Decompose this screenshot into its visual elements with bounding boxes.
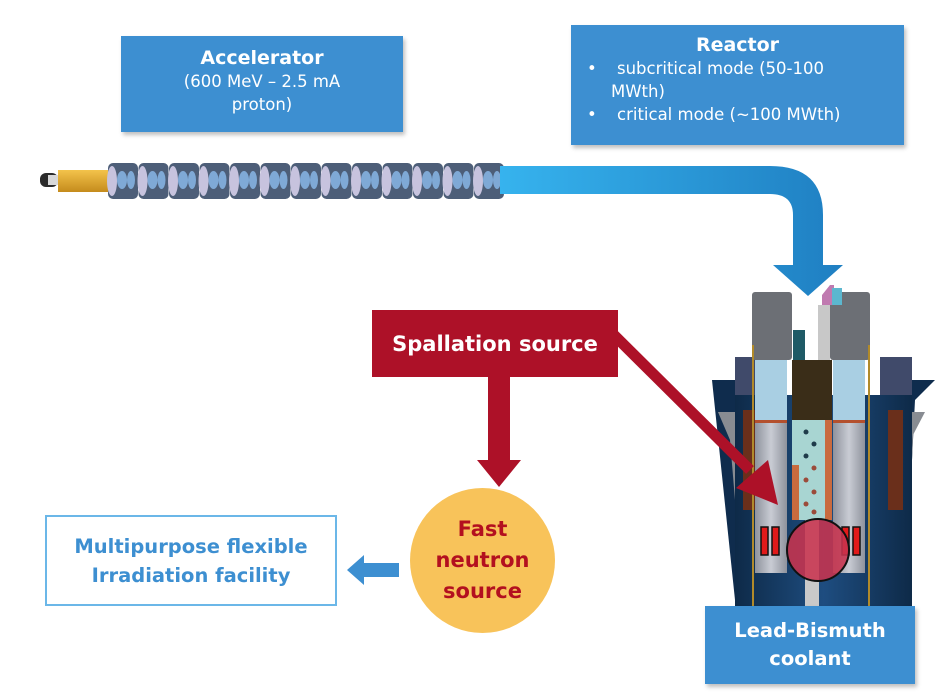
accelerator-spec-line2: proton) bbox=[231, 95, 293, 114]
coolant-line2: coolant bbox=[769, 647, 851, 670]
target-hole bbox=[811, 509, 817, 515]
spallation-zone-circle bbox=[786, 518, 850, 582]
reactor-box: Reactor • subcritical mode (50-100 MWth)… bbox=[571, 25, 904, 145]
target-hole bbox=[803, 501, 809, 507]
accelerator-cavity bbox=[259, 163, 291, 199]
irradiation-line2: Irradiation facility bbox=[91, 563, 291, 587]
fast-neutron-line3: source bbox=[443, 579, 522, 603]
accelerator-cavity bbox=[290, 163, 321, 199]
right-top-cylinder bbox=[830, 292, 870, 360]
accelerator-cavity bbox=[442, 163, 474, 199]
target-hole bbox=[811, 489, 817, 495]
target-hole bbox=[803, 429, 809, 435]
reactor-title: Reactor bbox=[695, 34, 780, 56]
accelerator-cavity bbox=[320, 163, 352, 199]
reactor-mode-subcritical-cont: MWth) bbox=[611, 82, 665, 101]
fast-neutron-source-circle: Fast neutron source bbox=[410, 488, 555, 633]
irradiation-facility-box: Multipurpose flexible Irradiation facili… bbox=[45, 515, 337, 606]
accelerator-cavity bbox=[351, 163, 382, 199]
accelerator-cavity bbox=[168, 163, 199, 199]
reactor-mode-critical: • critical mode (~100 MWth) bbox=[587, 105, 841, 124]
reactor-modes-list: • subcritical mode (50-100 MWth) • criti… bbox=[571, 57, 904, 126]
accelerator-cavity bbox=[198, 163, 230, 199]
target-upper bbox=[792, 360, 832, 420]
target-holes bbox=[803, 429, 817, 515]
fuel-element bbox=[760, 526, 769, 556]
accelerator-spec-line1: (600 MeV – 2.5 mA bbox=[183, 72, 341, 91]
bullet-icon: • bbox=[587, 105, 597, 124]
spallation-down-arrow bbox=[477, 377, 521, 487]
coolant-box: Lead-Bismuth coolant bbox=[705, 606, 915, 684]
fast-neutron-left-arrow bbox=[347, 555, 399, 585]
target-hole bbox=[803, 453, 809, 459]
accelerator-cavity bbox=[229, 163, 260, 199]
accelerator-cavity bbox=[137, 163, 169, 199]
fast-neutron-line2: neutron bbox=[435, 548, 530, 572]
spallation-diagonal-arrow bbox=[610, 331, 778, 505]
accelerator-illustration bbox=[40, 163, 504, 199]
accelerator-cavities bbox=[107, 163, 504, 199]
accelerator-cavity bbox=[473, 163, 504, 199]
spallation-source-label: Spallation source bbox=[392, 331, 598, 356]
irradiation-line1: Multipurpose flexible bbox=[74, 534, 308, 558]
accelerator-box: Accelerator (600 MeV – 2.5 mA proton) bbox=[121, 36, 403, 132]
spallation-source-box: Spallation source bbox=[372, 310, 618, 377]
reactor-mode-subcritical: • subcritical mode (50-100 bbox=[587, 59, 824, 78]
bullet-icon: • bbox=[587, 59, 597, 78]
reactor-illustration bbox=[712, 285, 935, 607]
fuel-element bbox=[771, 526, 780, 556]
target-hole bbox=[811, 465, 817, 471]
fast-neutron-line1: Fast bbox=[457, 517, 508, 541]
coolant-line1: Lead-Bismuth bbox=[734, 619, 886, 642]
beam-arrow bbox=[500, 166, 843, 296]
target-hole bbox=[811, 441, 817, 447]
fuel-element bbox=[852, 526, 861, 556]
target-hole bbox=[803, 477, 809, 483]
accelerator-title: Accelerator bbox=[200, 47, 324, 69]
accelerator-cavity bbox=[107, 163, 138, 199]
left-top-cylinder bbox=[752, 292, 792, 360]
accelerator-cavity bbox=[412, 163, 443, 199]
accelerator-cavity bbox=[381, 163, 413, 199]
accelerator-gold-section bbox=[58, 170, 108, 192]
